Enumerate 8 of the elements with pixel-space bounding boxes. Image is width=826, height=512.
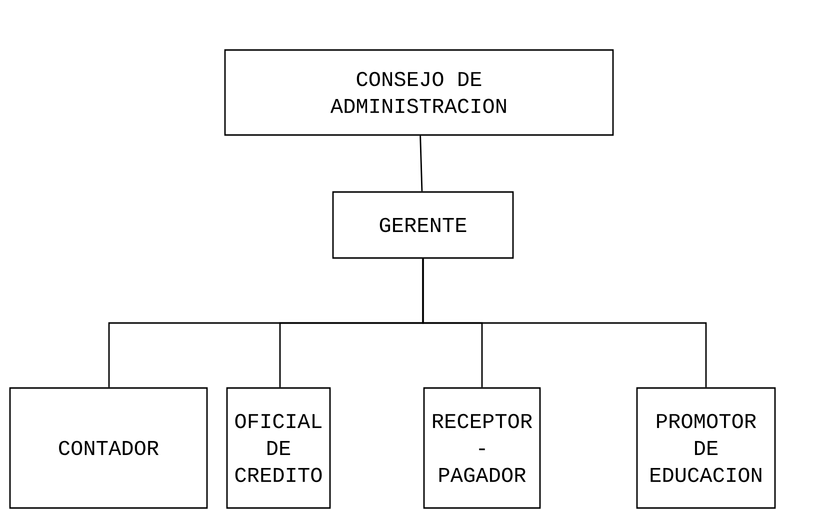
position-box: CONTADOR (9, 387, 208, 509)
connector-line (420, 136, 423, 192)
connector-line (422, 258, 707, 388)
position-box: PROMOTOR DE EDUCACION (636, 387, 776, 509)
position-box: RECEPTOR - PAGADOR (423, 387, 541, 509)
board-box: CONSEJO DE ADMINISTRACION (224, 49, 614, 136)
position-box: OFICIAL DE CREDITO (226, 387, 331, 509)
manager-box: GERENTE (332, 191, 514, 259)
